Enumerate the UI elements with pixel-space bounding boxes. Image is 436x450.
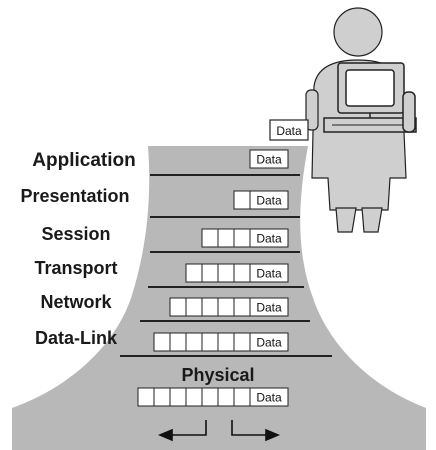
header-cell [233, 263, 251, 283]
layer-label-network: Network [40, 292, 112, 312]
header-cell [217, 263, 235, 283]
header-cell [201, 228, 219, 248]
held-data-packet: Data [269, 119, 309, 141]
header-cell [185, 297, 203, 317]
data-box [249, 228, 289, 248]
data-label: Data [256, 232, 282, 246]
header-cell [185, 263, 203, 283]
right-arrow-head [265, 428, 281, 442]
packet-data-link: Data [153, 332, 289, 352]
data-label: Data [256, 336, 282, 350]
layer-label-application: Application [32, 150, 135, 171]
layer-label-session: Session [41, 224, 110, 244]
header-cell [153, 387, 171, 407]
header-cell [217, 228, 235, 248]
data-label: Data [256, 153, 282, 167]
data-box [249, 190, 289, 210]
computer-monitor-icon [323, 62, 417, 133]
held-data-label: Data [276, 124, 302, 138]
header-cell [201, 297, 219, 317]
header-cell [217, 387, 235, 407]
person-left-leg [335, 207, 357, 233]
right-arrow-icon [231, 420, 272, 436]
person-right-leg [361, 207, 383, 233]
ground-base [12, 408, 426, 450]
data-box [249, 297, 289, 317]
monitor-screen [345, 69, 395, 107]
layer-label-data-link: Data-Link [35, 328, 118, 348]
header-cell [169, 297, 187, 317]
header-cell [217, 297, 235, 317]
layer-label-transport: Transport [34, 258, 117, 278]
person-head [333, 7, 383, 57]
data-box [249, 332, 289, 352]
packet-transport: Data [185, 263, 289, 283]
left-arrow-icon [166, 420, 207, 436]
left-arrow-head [157, 428, 173, 442]
packet-physical: Data [137, 387, 289, 407]
header-cell [201, 387, 219, 407]
layer-labels: Application Presentation Session Transpo… [20, 150, 254, 385]
header-cell [201, 332, 219, 352]
header-cell [233, 228, 251, 248]
layer-label-presentation: Presentation [20, 186, 129, 206]
packet-application: Data [249, 149, 289, 169]
header-cell [233, 387, 251, 407]
data-label: Data [256, 391, 282, 405]
header-cell [185, 332, 203, 352]
header-cell [233, 297, 251, 317]
data-box [249, 149, 289, 169]
data-box [249, 387, 289, 407]
person-right-arm [402, 91, 416, 133]
header-cell [169, 387, 187, 407]
packet-session: Data [201, 228, 289, 248]
header-cell [233, 190, 251, 210]
header-cell [233, 332, 251, 352]
data-label: Data [256, 301, 282, 315]
layer-label-physical: Physical [181, 365, 254, 385]
base-arrows [157, 420, 281, 442]
data-box [249, 263, 289, 283]
header-cell [201, 263, 219, 283]
packet-network: Data [169, 297, 289, 317]
header-cell [185, 387, 203, 407]
packet-presentation: Data [233, 190, 289, 210]
held-data-box [269, 119, 309, 141]
data-label: Data [256, 194, 282, 208]
header-cell [137, 387, 155, 407]
layer-dividers [120, 174, 332, 357]
person-left-arm [305, 89, 319, 131]
data-label: Data [256, 267, 282, 281]
header-cell [169, 332, 187, 352]
header-cell [217, 332, 235, 352]
header-cell [153, 332, 171, 352]
